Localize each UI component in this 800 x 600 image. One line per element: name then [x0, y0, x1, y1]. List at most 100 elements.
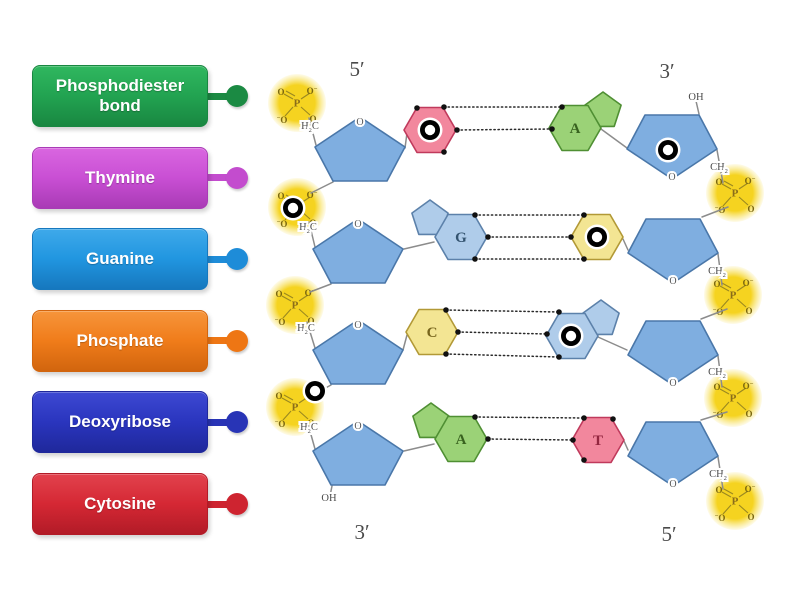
- oxygen-atom-label: O: [715, 485, 722, 495]
- p-o-bond: [283, 394, 294, 401]
- draggable-label-guanine[interactable]: Guanine: [32, 228, 208, 291]
- oxygen-atom-label: O: [745, 409, 752, 419]
- covalent-bond: [403, 443, 435, 452]
- hydrogen-bond: [474, 416, 585, 419]
- label-item-phosphodiester-bond: Phosphodiester bond: [32, 65, 248, 127]
- draggable-label-phosphodiester-bond[interactable]: Phosphodiester bond: [32, 65, 208, 127]
- label-pin-stem: [202, 92, 244, 100]
- nitrogenous-base: T: [571, 416, 625, 464]
- p-o-bond: [721, 385, 732, 392]
- p-o-bond: [721, 282, 732, 289]
- answer-target-marker[interactable]: [302, 378, 328, 404]
- hydrogen-bond: [456, 128, 553, 131]
- atom-label: CH2: [709, 469, 727, 482]
- deoxyribose-sugar: O: [627, 320, 719, 391]
- hydrogen-bond: [457, 331, 548, 335]
- draggable-label-cytosine[interactable]: Cytosine: [32, 473, 208, 535]
- deoxyribose-sugar: O: [312, 318, 404, 385]
- p-o-bond: [284, 106, 294, 117]
- label-pin-stem: [202, 255, 244, 263]
- oxygen-atom-label: O: [275, 289, 282, 299]
- p-o-bond: [281, 397, 292, 404]
- ring-oxygen-label: O: [668, 172, 675, 183]
- label-pin-stem: [202, 174, 244, 182]
- bond-end-dot: [472, 414, 478, 420]
- phosphate-circle: [266, 276, 324, 334]
- p-o-bond: [723, 488, 734, 495]
- target-center: [662, 144, 674, 156]
- sugar-pentagon: [312, 218, 404, 284]
- phosphorus-atom-label: P: [732, 188, 739, 200]
- bond-end-dot: [581, 415, 587, 421]
- covalent-bond: [717, 355, 723, 388]
- deoxyribose-sugar: O: [312, 419, 404, 486]
- oxygen-atom-label: O−: [307, 86, 318, 97]
- bond-end-dot: [556, 309, 562, 315]
- base-letter: A: [570, 121, 581, 137]
- covalent-bond: [717, 456, 724, 490]
- covalent-bond: [695, 100, 700, 115]
- target-center: [565, 330, 577, 342]
- ring-oxygen-label: O: [354, 421, 361, 432]
- answer-target-marker[interactable]: [655, 137, 681, 163]
- answer-target-marker[interactable]: [584, 224, 610, 250]
- label-pin-circle: [226, 248, 248, 271]
- atom-label: CH2: [708, 266, 726, 279]
- oxygen-atom-label: O: [715, 177, 722, 187]
- covalent-bond: [717, 253, 723, 286]
- label-pin-stem: [202, 337, 244, 345]
- covalent-bond: [307, 423, 316, 450]
- p-o-bond: [285, 90, 296, 97]
- label-pin-stem: [202, 500, 244, 508]
- phosphate-circle: [704, 266, 762, 324]
- prime-end-label: 3′: [354, 520, 369, 544]
- sugar-pentagon: [314, 116, 406, 182]
- covalent-bond: [700, 308, 728, 320]
- oxygen-atom-label: O−: [745, 484, 756, 495]
- p-o-bond: [721, 183, 732, 190]
- label-item-guanine: Guanine: [32, 228, 248, 291]
- phosphate-circle: [704, 369, 762, 427]
- base-hexagon-ring: [548, 104, 602, 152]
- lone-pair-dot: [581, 457, 587, 463]
- label-pin-stem: [202, 418, 244, 426]
- target-center: [591, 231, 603, 243]
- p-o-bond: [736, 298, 747, 308]
- oxygen-atom-label: O: [307, 418, 314, 428]
- p-o-bond: [298, 308, 309, 318]
- prime-end-label: 5′: [349, 57, 364, 81]
- base-letter: C: [427, 325, 438, 341]
- draggable-label-thymine[interactable]: Thymine: [32, 146, 208, 209]
- label-item-cytosine: Cytosine: [32, 473, 248, 535]
- ring-oxygen-label: O: [669, 479, 676, 490]
- answer-target-marker[interactable]: [417, 117, 443, 143]
- p-o-bond: [281, 295, 292, 302]
- bond-end-dot: [568, 234, 574, 240]
- sugar-pentagon: [627, 218, 719, 284]
- bond-end-dot: [455, 329, 461, 335]
- p-o-bond: [738, 196, 749, 206]
- draggable-label-phosphate[interactable]: Phosphate: [32, 309, 208, 372]
- bond-end-dot: [485, 234, 491, 240]
- oxygen-atom-label: O: [277, 87, 284, 97]
- phosphorus-atom-label: P: [730, 290, 737, 302]
- deoxyribose-sugar: O: [312, 217, 404, 284]
- target-center: [287, 202, 299, 214]
- ring-oxygen-label: O: [669, 276, 676, 287]
- bond-end-dot: [581, 256, 587, 262]
- p-o-bond: [738, 504, 749, 514]
- label-pin-circle: [226, 329, 248, 352]
- sugar-pentagon: [627, 320, 719, 386]
- label-pin-circle: [226, 411, 248, 434]
- hydrogen-bond: [487, 438, 574, 441]
- covalent-bond: [716, 149, 724, 184]
- oxygen-atom-label: O: [309, 114, 316, 124]
- answer-target-marker[interactable]: [558, 323, 584, 349]
- prime-end-label: 5′: [661, 522, 676, 546]
- answer-target-marker[interactable]: [280, 195, 306, 221]
- draggable-label-deoxyribose[interactable]: Deoxyribose: [32, 391, 208, 454]
- nitrogenous-base: A: [412, 402, 488, 463]
